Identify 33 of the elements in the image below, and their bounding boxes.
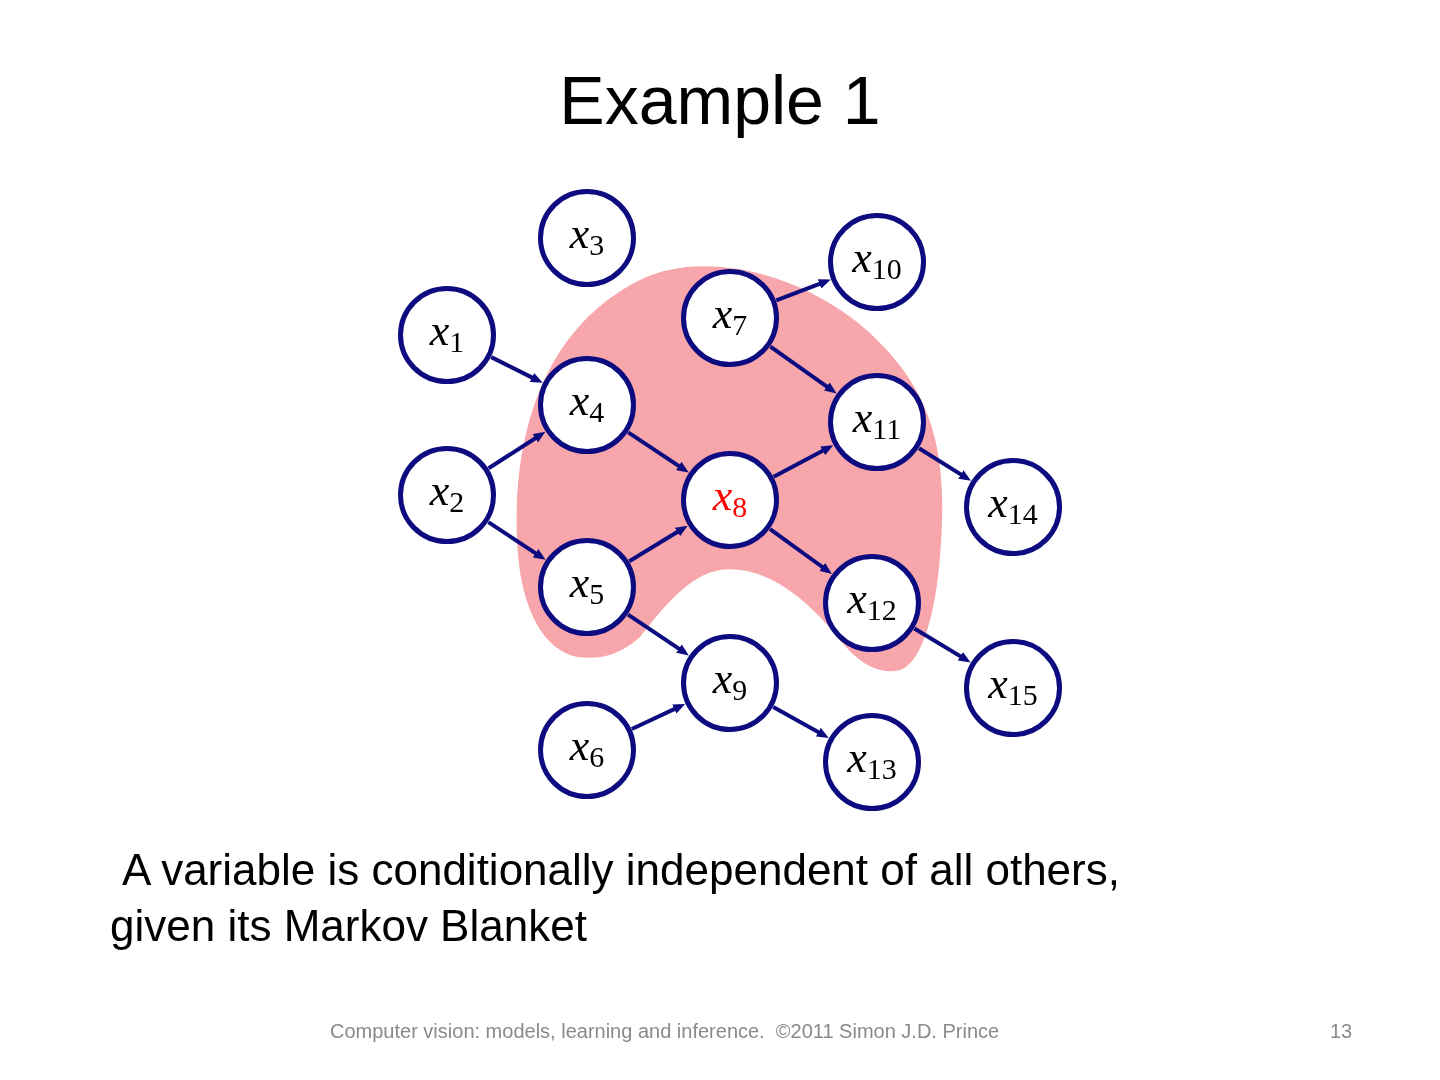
variable-label: x$_{12}$ [847, 577, 897, 628]
arrow [775, 279, 831, 303]
arrow [772, 445, 834, 479]
arrow [768, 527, 832, 574]
variable-label: x$_{10}$ [852, 236, 902, 287]
arrow [913, 626, 971, 663]
arrow [627, 612, 689, 656]
footer-text: Computer vision: models, learning and inference. ©2011 Simon J.D. Prince [330, 1019, 1000, 1043]
variable-label: x$_{13}$ [847, 736, 897, 787]
arrow [630, 704, 686, 731]
arrow [628, 525, 688, 563]
arrow [487, 520, 546, 560]
variable-label: x$_{15}$ [988, 662, 1038, 713]
caption-text: A variable is conditionally independent of all others, given its Markov Blanket [110, 844, 1121, 952]
slide-title: Example 1 [558, 61, 882, 140]
arrow [917, 446, 971, 481]
variable-label: x$_{9}$ [712, 657, 748, 708]
page-number: 13 [1330, 1019, 1353, 1043]
variable-label: x$_{11}$ [852, 396, 902, 447]
variable-label: x$_{6}$ [569, 724, 605, 775]
variable-label: x$_{5}$ [569, 561, 605, 612]
variable-label: x$_{1}$ [429, 309, 465, 360]
variable-label: x$_{14}$ [988, 481, 1038, 532]
variable-label: x$_{8}$ [712, 474, 748, 525]
arrow [490, 355, 543, 383]
variable-label: x$_{2}$ [429, 469, 465, 520]
arrow [487, 431, 546, 470]
arrow [772, 705, 829, 738]
variable-label: x$_{7}$ [712, 292, 748, 343]
variable-label: x$_{4}$ [569, 379, 605, 430]
arrow [769, 344, 837, 394]
variable-label: x$_{3}$ [569, 212, 605, 263]
arrow [627, 430, 689, 473]
